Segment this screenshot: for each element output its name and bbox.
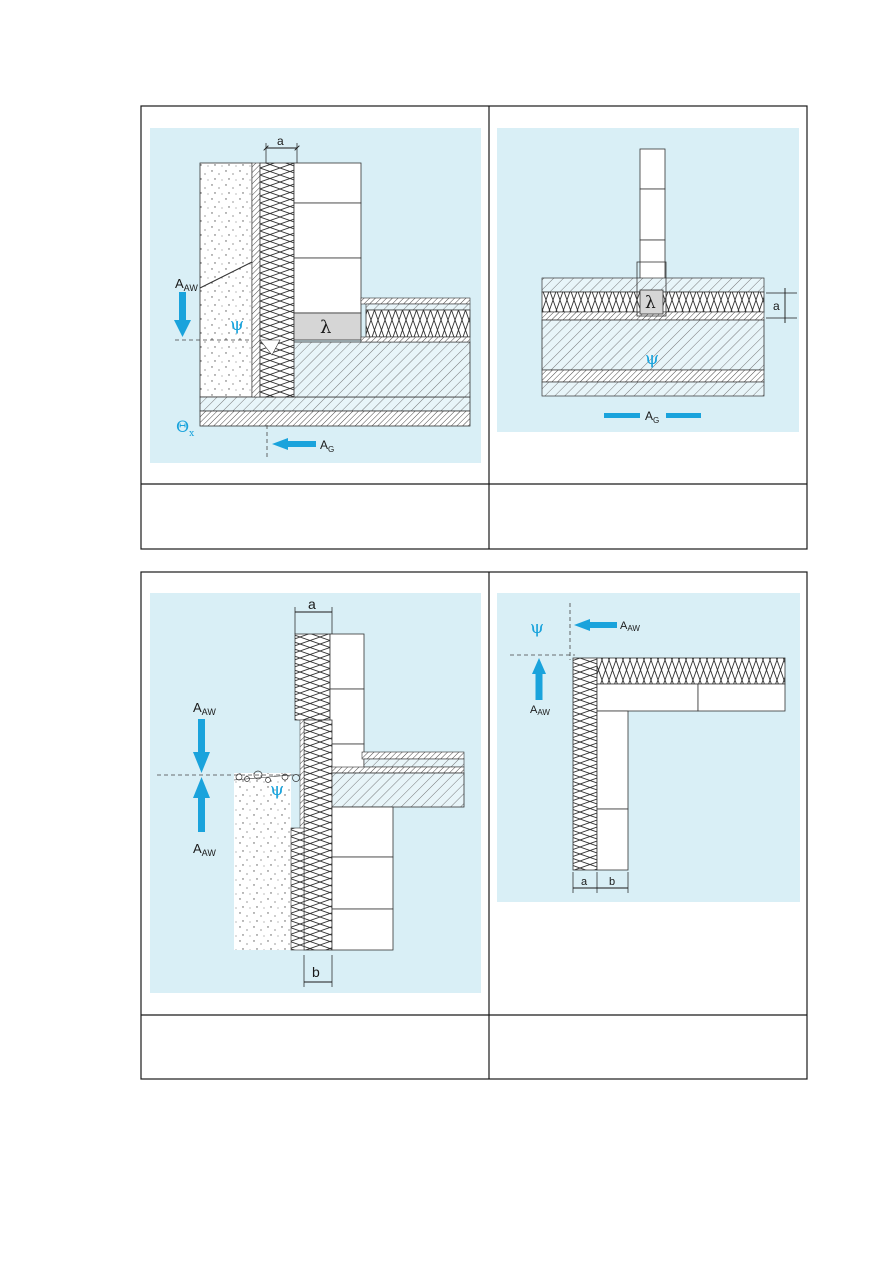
theta-label: Θx bbox=[176, 417, 194, 439]
thermal-break-block bbox=[293, 312, 362, 341]
thermal-break-block-2 bbox=[639, 289, 664, 315]
aaw-label-bottom: AAW bbox=[193, 841, 216, 858]
dim-b-label: b bbox=[312, 964, 320, 980]
ag-label: AG bbox=[320, 438, 334, 454]
lambda-label: λ bbox=[320, 317, 331, 338]
psi-label-3: ψ bbox=[270, 779, 284, 800]
dim-a-label-2: a bbox=[773, 299, 780, 313]
psi-label-4: ψ bbox=[530, 617, 544, 638]
diagram-plinth: a b AAW AAW ψ bbox=[150, 593, 481, 993]
dim-a-label-4: a bbox=[581, 876, 588, 888]
diagram-basement-wall: λ a AAW ψ Θx AG bbox=[150, 128, 481, 463]
arrow-up-icon bbox=[193, 777, 210, 832]
bar-right-icon bbox=[666, 413, 701, 418]
table-top bbox=[140, 105, 808, 550]
arrow-up-icon-2 bbox=[532, 658, 546, 700]
arrow-left-icon-2 bbox=[574, 619, 617, 631]
arrow-left-icon bbox=[272, 438, 316, 450]
arrow-down-icon-2 bbox=[193, 719, 210, 773]
table-bottom bbox=[140, 571, 808, 1080]
lambda-label-2: λ bbox=[645, 293, 656, 313]
dim-b-label-2: b bbox=[609, 876, 615, 888]
psi-label: ψ bbox=[230, 314, 244, 335]
aaw-label: AAW bbox=[175, 276, 198, 293]
dim-a-label-3: a bbox=[308, 596, 316, 612]
aaw-label-4a: AAW bbox=[620, 620, 640, 633]
bar-left-icon bbox=[604, 413, 640, 418]
arrow-down-icon bbox=[174, 292, 191, 337]
aaw-label-4b: AAW bbox=[530, 704, 550, 717]
aaw-label-top: AAW bbox=[193, 700, 216, 717]
diagram-interior-wall: λ ψ a AG bbox=[497, 128, 799, 432]
ag-label-2: AG bbox=[645, 409, 659, 425]
dim-a-label: a bbox=[277, 134, 284, 148]
psi-label-2: ψ bbox=[645, 348, 659, 369]
diagram-corner-plan: a b ψ AAW AAW bbox=[497, 593, 800, 902]
